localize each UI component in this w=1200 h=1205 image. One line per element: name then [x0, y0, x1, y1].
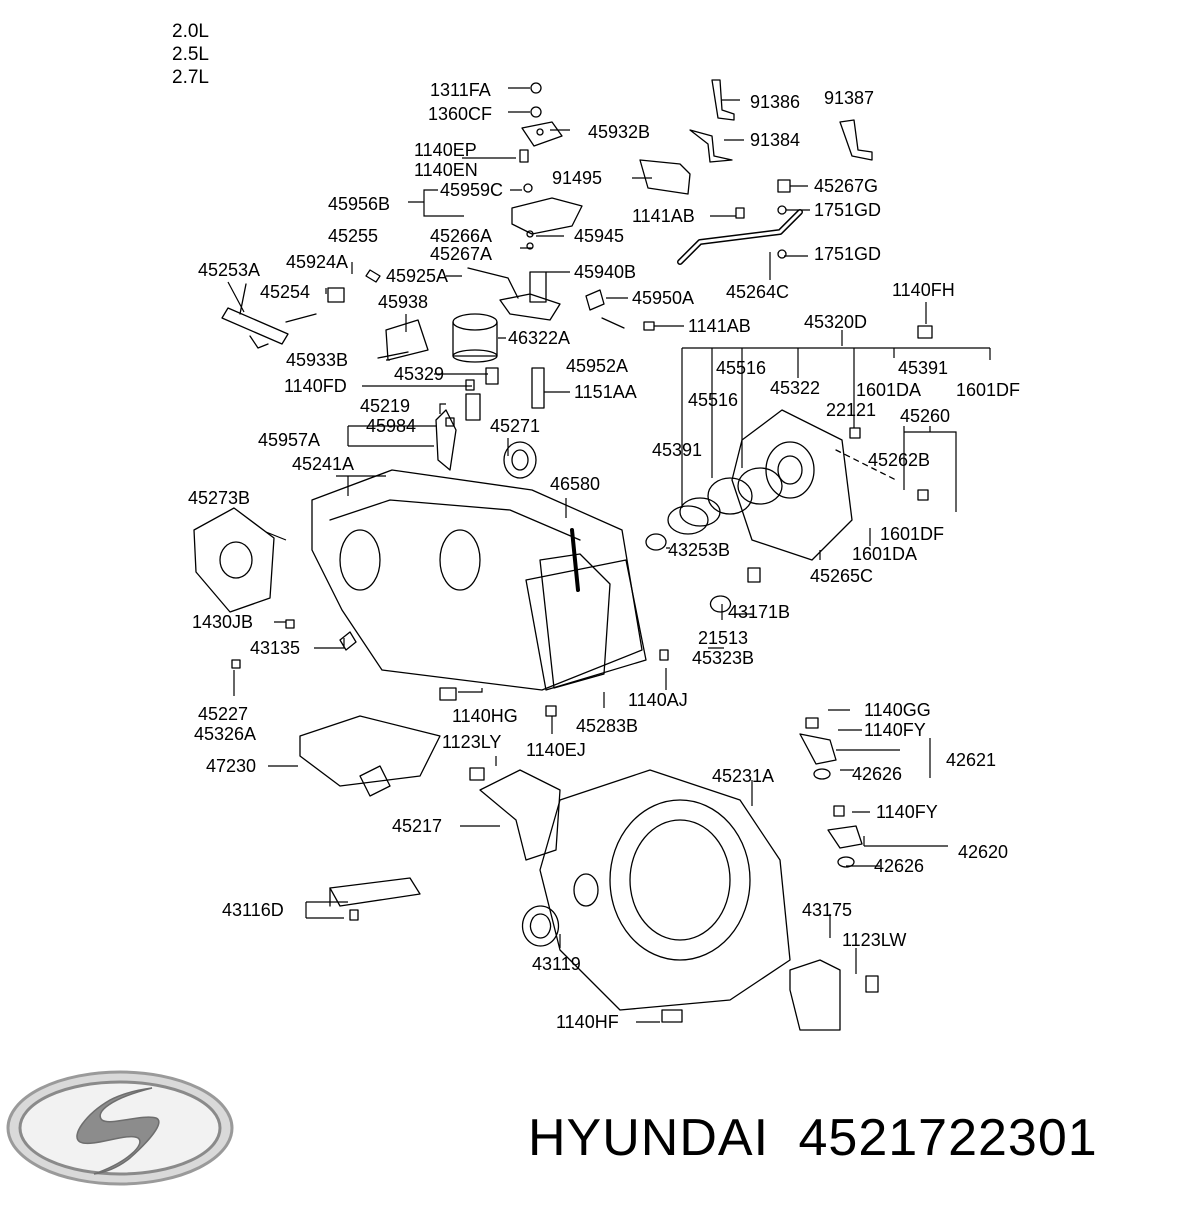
part-label: 45984: [366, 416, 416, 436]
part-label: 43119: [532, 954, 581, 974]
part-label: 1140GG: [864, 700, 931, 720]
part-label: 45265C: [810, 566, 873, 586]
part-label: 1141AB: [632, 206, 695, 226]
part-number: 4521722301: [798, 1109, 1098, 1167]
part-label: 1140AJ: [628, 690, 688, 710]
part-label: 45950A: [632, 288, 694, 308]
part-label: 1140FY: [864, 720, 926, 740]
part-label: 45323B: [692, 648, 754, 668]
part-label: 45227: [198, 704, 248, 724]
part-label: 45231A: [712, 766, 774, 786]
part-label: 91495: [552, 168, 602, 188]
part-label: 45320D: [804, 312, 867, 332]
part-label: 1360CF: [428, 104, 492, 124]
part-label: 1601DA: [856, 380, 921, 400]
part-label: 45219: [360, 396, 410, 416]
part-label: 45217: [392, 816, 442, 836]
part-label: 45938: [378, 292, 428, 312]
part-label: 45255: [328, 226, 378, 246]
part-label: 43253B: [668, 540, 730, 560]
hyundai-logo-icon: [6, 1070, 234, 1186]
part-label: 1140EJ: [526, 740, 586, 760]
part-label: 45267G: [814, 176, 878, 196]
part-label: 45391: [898, 358, 948, 378]
part-label: 45933B: [286, 350, 348, 370]
part-label: 1601DF: [880, 524, 944, 544]
part-label: 45326A: [194, 724, 256, 744]
brand-caption: HYUNDAI 4521722301: [528, 1108, 1098, 1168]
part-label: 43175: [802, 900, 852, 920]
part-label: 45925A: [386, 266, 448, 286]
part-label: 1751GD: [814, 244, 881, 264]
part-label: 1140EP: [414, 140, 477, 160]
part-label: 45329: [394, 364, 444, 384]
part-label: 1141AB: [688, 316, 751, 336]
part-label: 45516: [688, 390, 738, 410]
part-label: 1430JB: [192, 612, 253, 632]
part-label: 42626: [852, 764, 902, 784]
part-label: 45391: [652, 440, 702, 460]
engine-variant-list: 2.0L 2.5L 2.7L: [172, 20, 252, 89]
part-label: 1140FY: [876, 802, 938, 822]
part-label: 45241A: [292, 454, 354, 474]
part-label: 45956B: [328, 194, 390, 214]
part-label: 1123LW: [842, 930, 906, 950]
part-label: 45516: [716, 358, 766, 378]
part-label: 1140HF: [556, 1012, 619, 1032]
part-label: 1151AA: [574, 382, 637, 402]
part-label: 45940B: [574, 262, 636, 282]
part-label: 45957A: [258, 430, 320, 450]
part-label: 45952A: [566, 356, 628, 376]
part-label: 1751GD: [814, 200, 881, 220]
part-label: 21513: [698, 628, 748, 648]
part-label: 45322: [770, 378, 820, 398]
part-label: 45266A: [430, 226, 492, 246]
part-label: 1601DA: [852, 544, 917, 564]
part-label: 45254: [260, 282, 310, 302]
part-label: 91387: [824, 88, 874, 108]
part-label: 1601DF: [956, 380, 1020, 400]
part-label: 43135: [250, 638, 300, 658]
part-label: 1123LY: [442, 732, 501, 752]
part-label: 46322A: [508, 328, 570, 348]
engine-variant: 2.0L: [172, 21, 209, 42]
part-label: 45283B: [576, 716, 638, 736]
brand-name: HYUNDAI: [528, 1109, 770, 1167]
part-label: 45267A: [430, 244, 492, 264]
part-label: 42626: [874, 856, 924, 876]
part-label: 47230: [206, 756, 256, 776]
part-label: 42620: [958, 842, 1008, 862]
part-label: 1140FD: [284, 376, 347, 396]
part-label: 42621: [946, 750, 996, 770]
parts-artwork: [193, 79, 933, 1031]
engine-variant: 2.7L: [172, 67, 209, 88]
part-label: 1140FH: [892, 280, 955, 300]
part-label: 45959C: [440, 180, 503, 200]
part-label: 91384: [750, 130, 800, 150]
part-label: 45260: [900, 406, 950, 426]
part-label: 45271: [490, 416, 540, 436]
engine-variant: 2.5L: [172, 44, 209, 65]
part-label: 43116D: [222, 900, 284, 920]
part-label: 1140EN: [414, 160, 478, 180]
part-label: 1311FA: [430, 80, 491, 100]
part-label: 45924A: [286, 252, 348, 272]
leader-lines: [227, 87, 991, 1023]
callout-labels: 1311FA 1360CF 45932B 1140EP 1140EN 91386…: [188, 80, 1020, 1032]
part-label: 43171B: [728, 602, 790, 622]
part-label: 1140HG: [452, 706, 518, 726]
part-label: 22121: [826, 400, 876, 420]
part-label: 45273B: [188, 488, 250, 508]
part-label: 45932B: [588, 122, 650, 142]
part-label: 45945: [574, 226, 624, 246]
part-label: 45262B: [868, 450, 930, 470]
part-label: 45264C: [726, 282, 789, 302]
part-label: 45253A: [198, 260, 260, 280]
part-label: 46580: [550, 474, 600, 494]
part-label: 91386: [750, 92, 800, 112]
